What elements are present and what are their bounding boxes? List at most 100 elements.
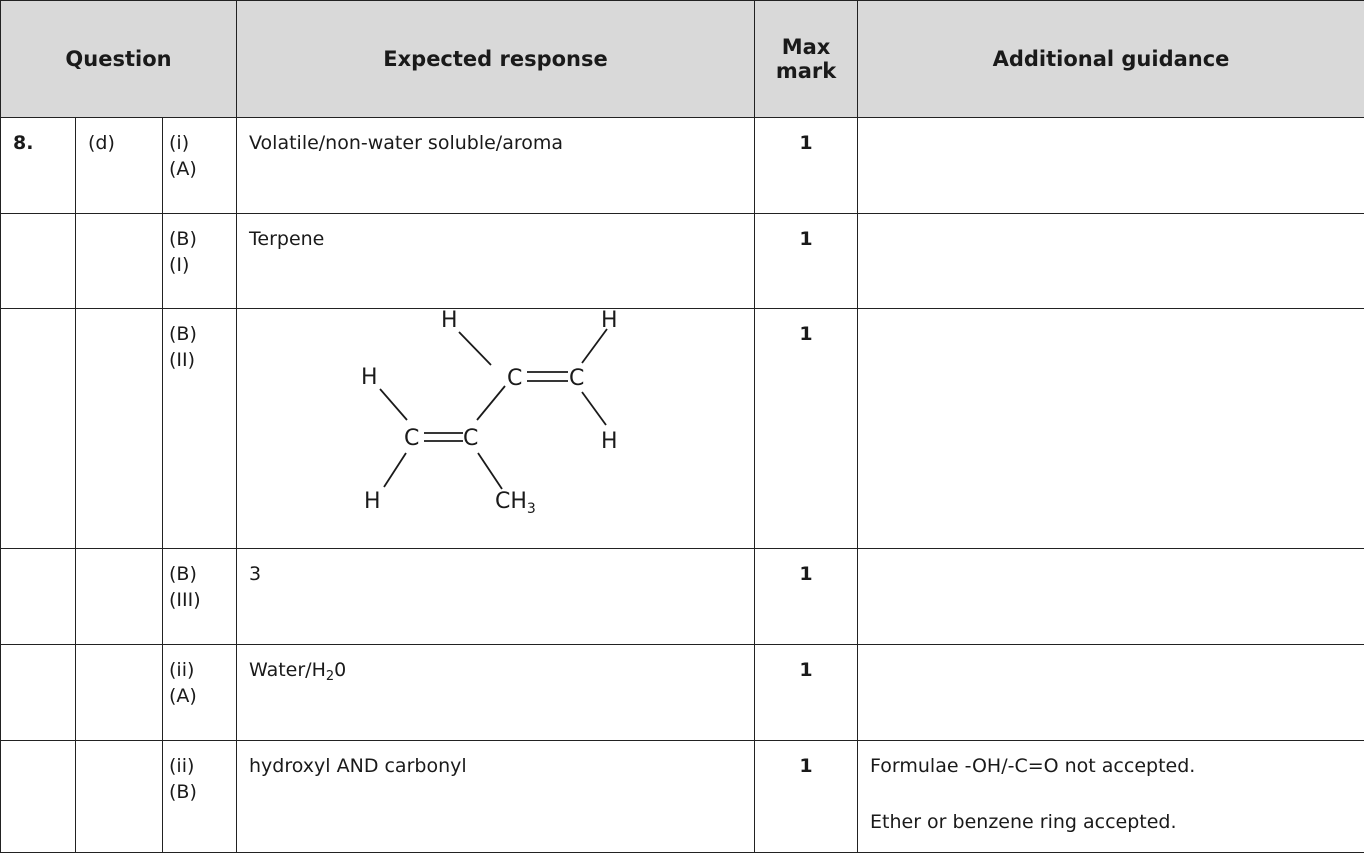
question-number <box>1 741 75 763</box>
expected-response-header: Expected response <box>237 1 755 118</box>
mark-value: 1 <box>755 741 857 789</box>
max-mark-header-line2: mark <box>776 59 836 83</box>
subpart-label-2: (B) <box>169 781 197 803</box>
bond-c2-ch3 <box>478 453 502 489</box>
question-number <box>1 309 75 331</box>
atom-ch3-base: CH <box>495 489 527 514</box>
part-cell <box>76 741 163 853</box>
subpart-label-2: (A) <box>169 158 197 180</box>
atom-h-upper: H <box>441 309 458 333</box>
response-text-post: 0 <box>334 659 346 681</box>
part-label <box>76 309 162 331</box>
subpart-cell: (B) (I) <box>163 214 237 309</box>
atom-c2: C <box>463 426 478 451</box>
subpart-label-2: (II) <box>169 349 195 371</box>
part-cell <box>76 309 163 549</box>
guidance-text <box>858 549 1364 571</box>
subpart-label-1: (B) <box>169 563 197 585</box>
question-number-cell: 8. <box>1 118 76 214</box>
mark-value: 1 <box>755 309 857 357</box>
table-row: (ii) (B) hydroxyl AND carbonyl 1 Formulae… <box>1 741 1364 853</box>
atom-ch3: CH3 <box>495 489 536 517</box>
guidance-line-2: Ether or benzene ring accepted. <box>870 809 1354 835</box>
subpart-label-1: (ii) <box>169 755 194 777</box>
max-mark-header-line1: Max <box>782 35 831 59</box>
part-label: (d) <box>76 118 162 166</box>
table-row: 8. (d) (i) (A) Volatile/non-water soluble… <box>1 118 1364 214</box>
subpart-label-1: (B) <box>169 323 197 345</box>
additional-guidance-header: Additional guidance <box>858 1 1364 118</box>
subpart-label-1: (ii) <box>169 659 194 681</box>
response-text-subscript: 2 <box>326 669 334 684</box>
question-header: Question <box>1 1 237 118</box>
guidance-cell <box>858 549 1364 645</box>
question-number-cell <box>1 214 76 309</box>
structural-formula: H H H C C C C H H CH3 <box>237 309 754 535</box>
response-text: hydroxyl AND carbonyl <box>237 741 754 789</box>
response-cell: 3 <box>237 549 755 645</box>
part-cell: (d) <box>76 118 163 214</box>
guidance-text <box>858 309 1364 331</box>
response-text: Volatile/non-water soluble/aroma <box>237 118 754 166</box>
bond-c4-h-top <box>582 329 607 363</box>
atom-c4: C <box>569 366 584 391</box>
subpart-cell: (ii) (B) <box>163 741 237 853</box>
guidance-line-1: Formulae -OH/-C=O not accepted. <box>870 753 1354 779</box>
subpart-label-1: (B) <box>169 228 197 250</box>
table-row: (B) (II) <box>1 309 1364 549</box>
table-row: (ii) (A) Water/H20 1 <box>1 645 1364 741</box>
atom-h-right: H <box>601 429 618 454</box>
mark-cell: 1 <box>755 645 858 741</box>
subpart-cell: (B) (II) <box>163 309 237 549</box>
atom-h-topright: H <box>601 309 618 333</box>
guidance-cell <box>858 214 1364 309</box>
part-label <box>76 214 162 236</box>
subpart-label-2: (III) <box>169 589 201 611</box>
atom-ch3-subscript: 3 <box>527 501 536 517</box>
atom-h-bottomleft: H <box>364 489 381 514</box>
guidance-cell <box>858 309 1364 549</box>
guidance-text: Formulae -OH/-C=O not accepted. Ether or… <box>858 741 1364 845</box>
guidance-text <box>858 645 1364 667</box>
max-mark-header: Max mark <box>755 1 858 118</box>
response-cell: Water/H20 <box>237 645 755 741</box>
bond-h1-c1 <box>380 389 407 420</box>
atom-h-left: H <box>361 365 378 390</box>
guidance-cell: Formulae -OH/-C=O not accepted. Ether or… <box>858 741 1364 853</box>
mark-cell: 1 <box>755 118 858 214</box>
guidance-text <box>858 118 1364 140</box>
subpart-cell: (B) (III) <box>163 549 237 645</box>
subpart-label-2: (A) <box>169 685 197 707</box>
mark-cell: 1 <box>755 741 858 853</box>
question-number-cell <box>1 645 76 741</box>
question-number: 8. <box>1 118 75 166</box>
response-text: Terpene <box>237 214 754 262</box>
guidance-cell <box>858 645 1364 741</box>
part-cell <box>76 549 163 645</box>
question-number <box>1 645 75 667</box>
part-label <box>76 645 162 667</box>
bond-c1-h-bottom <box>384 453 406 487</box>
table-header-row: Question Expected response Max mark Addi… <box>1 1 1364 118</box>
question-number-cell <box>1 741 76 853</box>
question-number-cell <box>1 309 76 549</box>
isoprene-structure-diagram: H H H C C C C H H CH3 <box>237 309 755 535</box>
subpart-cell: (ii) (A) <box>163 645 237 741</box>
response-text: Water/H20 <box>237 645 754 696</box>
mark-value: 1 <box>755 214 857 262</box>
part-cell <box>76 214 163 309</box>
subpart-label-1: (i) <box>169 132 189 154</box>
mark-cell: 1 <box>755 309 858 549</box>
part-label <box>76 549 162 571</box>
response-cell: Volatile/non-water soluble/aroma <box>237 118 755 214</box>
mark-cell: 1 <box>755 549 858 645</box>
subpart-label-2: (I) <box>169 254 189 276</box>
response-text: 3 <box>237 549 754 597</box>
table-row: (B) (III) 3 1 <box>1 549 1364 645</box>
atom-c1: C <box>404 426 419 451</box>
question-number <box>1 214 75 236</box>
guidance-cell <box>858 118 1364 214</box>
part-label <box>76 741 162 763</box>
bond-c4-h-right <box>582 392 606 425</box>
